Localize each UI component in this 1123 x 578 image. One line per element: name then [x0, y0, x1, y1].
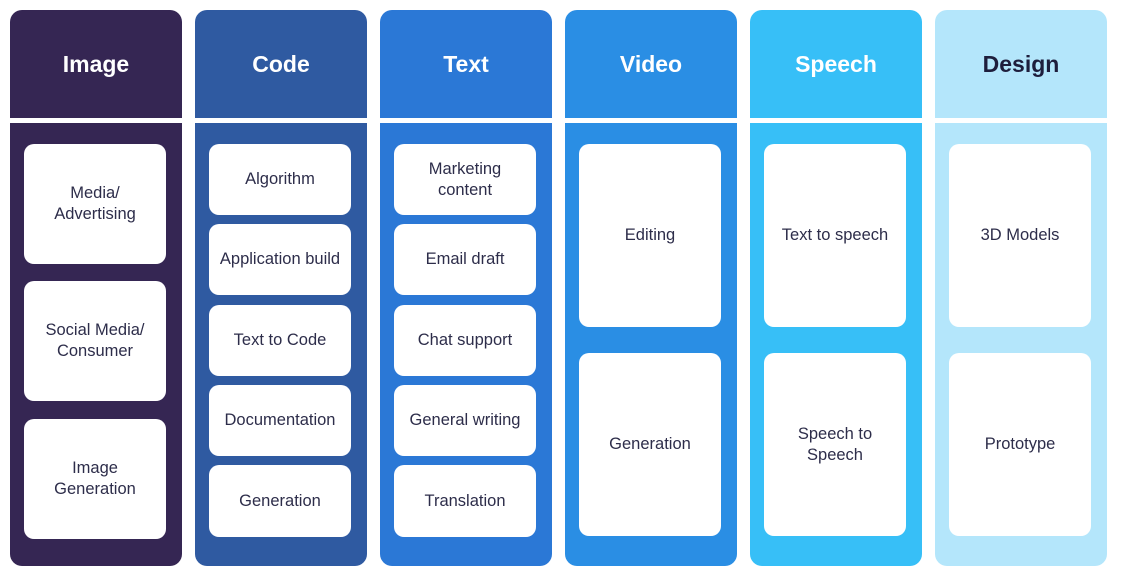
column-code: Code Algorithm Application build Text to…: [195, 10, 367, 566]
column-video: Video Editing Generation: [565, 10, 737, 566]
column-header-video: Video: [565, 10, 737, 118]
card-image-generation: Image Generation: [24, 419, 166, 539]
column-header-text: Text: [380, 10, 552, 118]
column-body-video: Editing Generation: [565, 123, 737, 566]
column-design: Design 3D Models Prototype: [935, 10, 1107, 566]
card-editing: Editing: [579, 144, 721, 327]
card-algorithm: Algorithm: [209, 144, 351, 215]
column-header-speech: Speech: [750, 10, 922, 118]
column-body-image: Media/ Advertising Social Media/ Consume…: [10, 123, 182, 566]
card-chat-support: Chat support: [394, 305, 536, 376]
card-social-media-consumer: Social Media/ Consumer: [24, 281, 166, 401]
column-text: Text Marketing content Email draft Chat …: [380, 10, 552, 566]
column-header-code: Code: [195, 10, 367, 118]
column-body-speech: Text to speech Speech to Speech: [750, 123, 922, 566]
card-prototype: Prototype: [949, 353, 1091, 536]
card-media-advertising: Media/ Advertising: [24, 144, 166, 264]
column-body-design: 3D Models Prototype: [935, 123, 1107, 566]
card-code-generation: Generation: [209, 465, 351, 537]
card-speech-to-speech: Speech to Speech: [764, 353, 906, 536]
column-speech: Speech Text to speech Speech to Speech: [750, 10, 922, 566]
column-body-text: Marketing content Email draft Chat suppo…: [380, 123, 552, 566]
column-header-design: Design: [935, 10, 1107, 118]
card-3d-models: 3D Models: [949, 144, 1091, 327]
column-header-image: Image: [10, 10, 182, 118]
card-email-draft: Email draft: [394, 224, 536, 295]
card-text-to-speech: Text to speech: [764, 144, 906, 327]
card-marketing-content: Marketing content: [394, 144, 536, 215]
column-body-code: Algorithm Application build Text to Code…: [195, 123, 367, 566]
card-application-build: Application build: [209, 224, 351, 295]
card-translation: Translation: [394, 465, 536, 537]
card-general-writing: General writing: [394, 385, 536, 456]
card-video-generation: Generation: [579, 353, 721, 536]
card-text-to-code: Text to Code: [209, 305, 351, 376]
card-documentation: Documentation: [209, 385, 351, 456]
column-image: Image Media/ Advertising Social Media/ C…: [10, 10, 182, 566]
